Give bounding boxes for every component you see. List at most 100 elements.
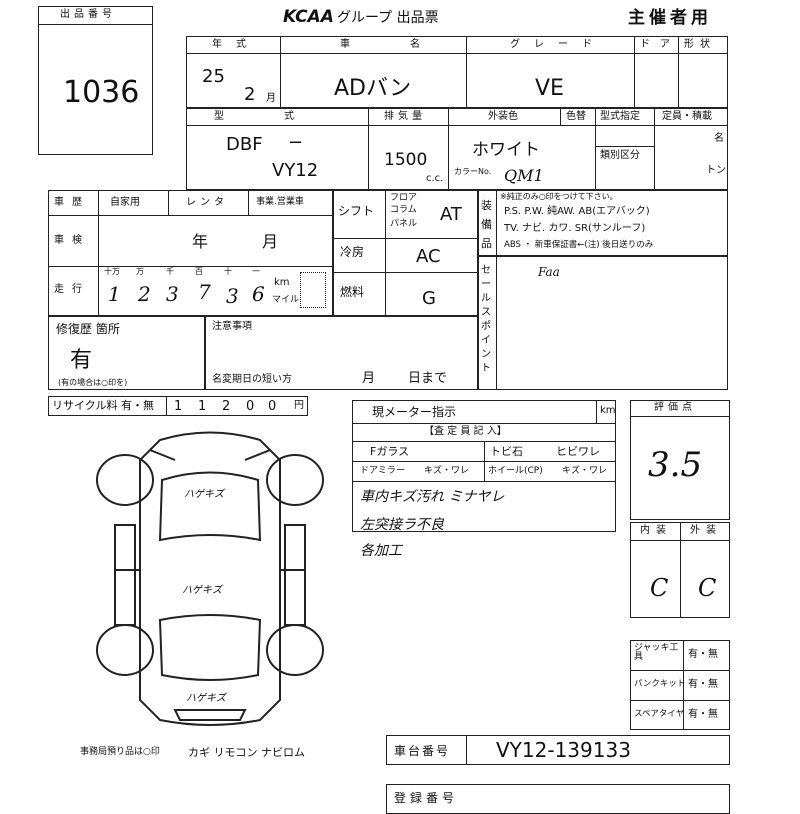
- inspection-year: 年: [192, 232, 209, 251]
- mileage-unit-2: 千: [166, 267, 174, 276]
- lot-number: 1036: [63, 75, 140, 110]
- category-label: 類別区分: [600, 150, 640, 161]
- inspection-title: 【査 定 員 記 入】: [424, 426, 507, 437]
- tool-value-1: 有・無: [688, 679, 718, 690]
- diagram-mark-3: ハゲキズ: [186, 693, 226, 704]
- month-unit: 月: [266, 93, 276, 104]
- mileage-unit-1: 万: [136, 267, 144, 276]
- capacity-label: 定員・積載: [662, 111, 712, 122]
- tool-value-0: 有・無: [688, 649, 718, 660]
- model-table: [186, 108, 728, 190]
- change-day: 日まで: [408, 371, 448, 386]
- history-table: [48, 190, 333, 316]
- fuel-label: 燃料: [340, 285, 365, 299]
- header-title: グループ 出品票: [337, 10, 439, 26]
- history-opt1: 自家用: [110, 197, 140, 208]
- interior-score: C: [650, 574, 669, 602]
- capacity-unit1: 名: [714, 133, 724, 144]
- inspection-item-3: ドアミラー: [360, 466, 405, 476]
- model-dash: −: [288, 132, 304, 153]
- equipment-label: 装備品: [481, 199, 492, 250]
- model-prefix: DBF: [226, 134, 263, 155]
- header-logo: KCAA: [283, 7, 334, 27]
- chassis-box: [386, 735, 730, 765]
- color-value: ホワイト: [472, 140, 540, 160]
- column-label: コラム: [390, 205, 417, 215]
- month-value: 2: [244, 84, 256, 105]
- car-table: [186, 36, 728, 108]
- inspection-item-2: ヒビワレ: [556, 445, 600, 458]
- fuel-value: G: [422, 288, 436, 309]
- overall-label: 評価点: [654, 402, 696, 413]
- chassis-label: 車台番号: [394, 744, 451, 758]
- inspection-label: 車検: [54, 235, 90, 246]
- mileage-unit-3: 百: [195, 267, 203, 276]
- inspection-month: 月: [262, 232, 279, 251]
- repair-box: [48, 316, 205, 390]
- tool-value-2: 有・無: [688, 709, 718, 720]
- recycle-label: リサイクル料 有・無: [52, 399, 154, 412]
- recycle-box: [48, 396, 308, 416]
- mileage-digit-1: 2: [138, 282, 151, 306]
- tools-box: [630, 640, 730, 730]
- model-label: 型式: [214, 111, 354, 122]
- color-no-label: カラーNo.: [454, 167, 492, 176]
- capacity-unit2: トン: [706, 165, 726, 176]
- meter-km: km: [600, 405, 616, 416]
- chassis-value: VY12-139133: [496, 738, 631, 762]
- tool-label-0: ジャッキ工具: [634, 643, 679, 662]
- sales-point-label: セールスポイント: [481, 265, 491, 374]
- shape-label: 形状: [684, 39, 716, 50]
- change-month: 月: [362, 371, 376, 386]
- history-opt2: レンタ: [186, 197, 228, 208]
- car-grade: VE: [535, 76, 564, 101]
- drive-table: [333, 190, 478, 316]
- floor-label: フロア: [390, 193, 418, 203]
- score-box: [630, 400, 730, 520]
- mile-unit: マイル: [272, 295, 300, 305]
- equipment-note: ※純正のみ○印をつけて下さい。: [500, 192, 618, 201]
- sales-point-box: [478, 256, 728, 390]
- caution-box: [205, 316, 478, 390]
- diagram-mark-2: ハゲキズ: [182, 585, 222, 596]
- inspection-note-1: 左突接ラ不良: [360, 517, 444, 533]
- office-items: カギ リモコン ナビロム: [188, 746, 305, 759]
- inspection-item-4: キズ・ワレ: [424, 466, 470, 476]
- tool-label-1: パンクキット: [634, 679, 686, 689]
- recycle-digit-2: 2: [222, 399, 231, 414]
- mileage-digit-3: 7: [198, 280, 211, 304]
- doors-label: ドア: [640, 39, 680, 50]
- equipment-line1: P.S. P.W. 純AW. AB(エアバック): [504, 206, 650, 217]
- repair-note: (有の場合は○印を): [58, 378, 128, 387]
- header-role: 主催者用: [628, 8, 712, 28]
- ac-value: AC: [416, 246, 441, 267]
- office-note: 事務局預り品は○印: [80, 747, 160, 757]
- inspection-item-0: Fガラス: [370, 445, 410, 458]
- inspection-item-1: トビ石: [490, 445, 523, 458]
- interior-label: 内装: [640, 525, 672, 536]
- panel-label: パネル: [390, 219, 418, 229]
- car-name: ADバン: [334, 76, 412, 101]
- equipment-line3: ABS ・ 新車保証書←(注) 後日送りのみ: [504, 240, 654, 250]
- car-diagram: [96, 431, 324, 726]
- mileage-digit-4: 3: [226, 284, 239, 308]
- caution-label: 注意事項: [212, 321, 252, 332]
- meter-label: 現メーター指示: [372, 405, 457, 419]
- repair-value: 有: [70, 348, 93, 373]
- year-label: 年式: [212, 39, 260, 50]
- year-value: 25: [202, 66, 225, 87]
- recycle-digit-3: 0: [246, 399, 255, 414]
- recycle-digit-4: 0: [268, 399, 277, 414]
- mileage-unit-4: 十: [224, 267, 232, 276]
- equipment-table: [478, 190, 728, 256]
- recycle-digit-0: 1: [174, 399, 183, 414]
- color-tone-label: 色替: [566, 111, 586, 122]
- equipment-line2: TV. ナビ. カワ. SR(サンルーフ): [504, 223, 646, 234]
- inspection-note-0: 車内キズ汚れ ミナヤレ: [360, 489, 505, 505]
- mileage-unit-5: 一: [252, 267, 260, 276]
- mileage-label: 走行: [54, 284, 90, 295]
- lot-box: [38, 6, 153, 155]
- exterior-label: 外装: [690, 525, 722, 536]
- inspection-item-5: ホイール(CP): [488, 466, 543, 476]
- repair-label: 修復歴 箇所: [56, 322, 120, 336]
